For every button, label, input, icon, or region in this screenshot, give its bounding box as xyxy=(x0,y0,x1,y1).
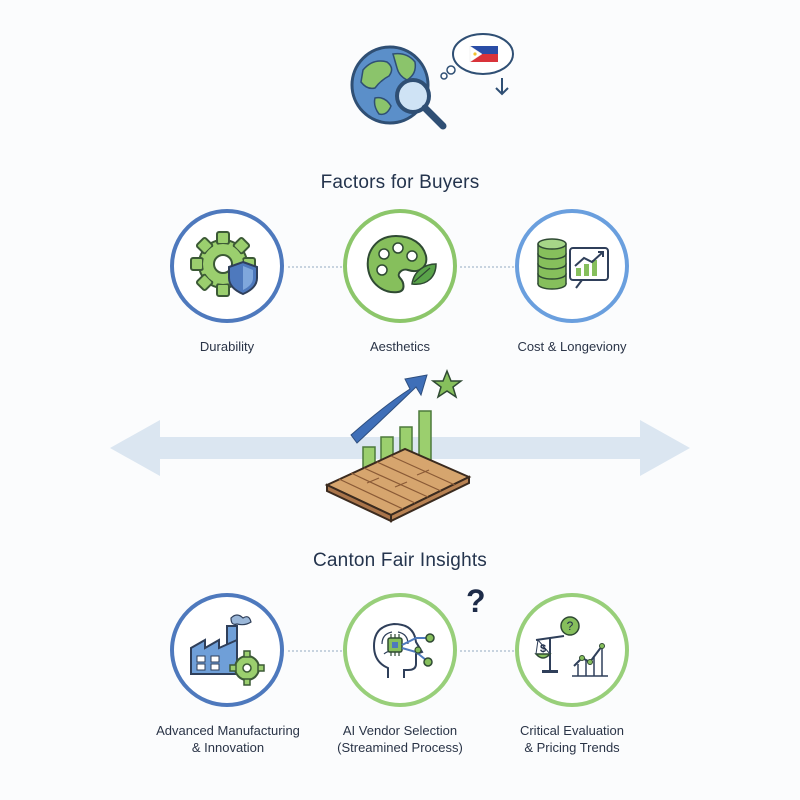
factory-gear-icon xyxy=(190,614,265,686)
connector-line xyxy=(288,650,342,652)
gear-shield-icon xyxy=(190,231,258,297)
cost-longevity-circle xyxy=(515,209,629,323)
evaluation-label-line1: Critical Evaluation xyxy=(519,723,625,738)
svg-text:$: $ xyxy=(540,643,546,655)
buyers-section-title: Factors for Buyers xyxy=(320,172,480,193)
question-mark: ? xyxy=(466,583,486,619)
svg-text:?: ? xyxy=(567,619,574,633)
ai-vendor-circle xyxy=(343,593,457,707)
ai-vendor-label-line2: (Streamined Process) xyxy=(337,740,463,755)
evaluation-label-line2: & Pricing Trends xyxy=(524,740,620,755)
manufacturing-label: Advanced Manufacturing & Innovation xyxy=(140,722,316,756)
aesthetics-circle xyxy=(343,209,457,323)
coins-chart-icon xyxy=(537,238,609,290)
connector-line xyxy=(460,650,514,652)
ai-head-chip-icon xyxy=(372,622,435,678)
manufacturing-label-line1: Advanced Manufacturing xyxy=(156,723,300,738)
manufacturing-circle xyxy=(170,593,284,707)
ai-vendor-label: AI Vendor Selection (Streamined Process) xyxy=(316,722,484,756)
aesthetics-label: Aesthetics xyxy=(370,339,430,354)
ai-vendor-label-line1: AI Vendor Selection xyxy=(342,723,458,738)
scale-trend-icon: ? $ xyxy=(534,616,608,677)
philippines-flag-icon xyxy=(440,33,514,96)
cost-longevity-label: Cost & Longeviony xyxy=(517,339,627,354)
manufacturing-label-line2: & Innovation xyxy=(191,740,265,755)
durability-label: Durability xyxy=(199,339,255,354)
globe-magnifier-icon xyxy=(350,45,447,130)
durability-circle xyxy=(170,209,284,323)
connector-line xyxy=(460,266,514,268)
connector-line xyxy=(288,266,342,268)
evaluation-label: Critical Evaluation & Pricing Trends xyxy=(492,722,652,756)
double-arrow-graphic xyxy=(110,368,690,523)
evaluation-circle: ? $ xyxy=(515,593,629,707)
palette-leaf-icon xyxy=(366,234,437,294)
canton-section-title: Canton Fair Insights xyxy=(312,550,488,571)
